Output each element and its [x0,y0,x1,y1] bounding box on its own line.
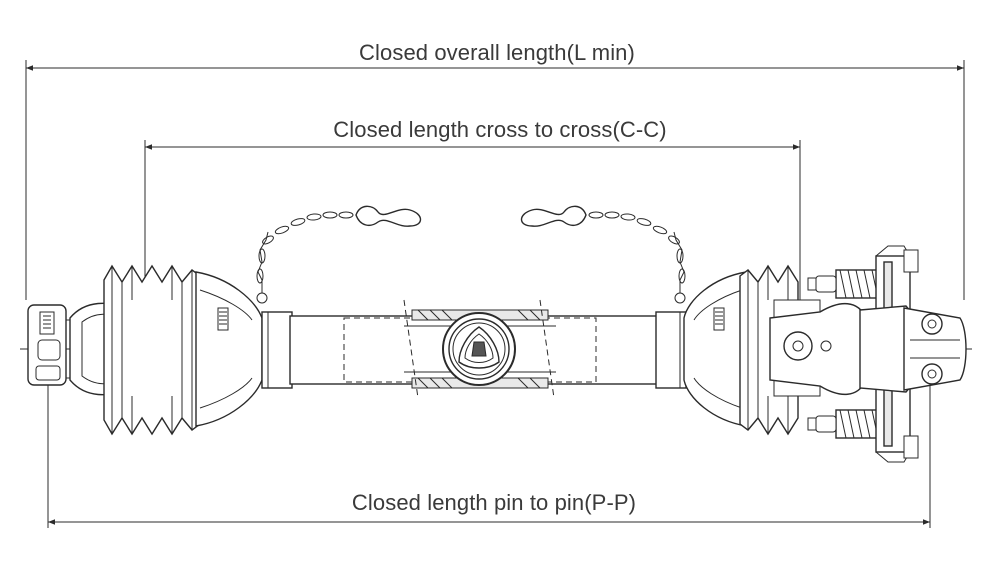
right-safety-chain [520,205,686,304]
tube-cutaway-section [343,299,597,399]
left-safety-chain [256,205,422,304]
overall-dimension-line [25,60,965,300]
pin-to-pin-dimension-line [47,380,931,528]
right-yoke [769,299,867,397]
cross-to-cross-label: Closed length cross to cross(C-C) [333,117,667,142]
right-end-flange [903,307,967,391]
overall-length-label: Closed overall length(L min) [359,40,635,65]
pin-to-pin-label: Closed length pin to pin(P-P) [351,490,637,515]
left-collar [27,304,78,386]
left-guard-bellows [103,264,263,436]
